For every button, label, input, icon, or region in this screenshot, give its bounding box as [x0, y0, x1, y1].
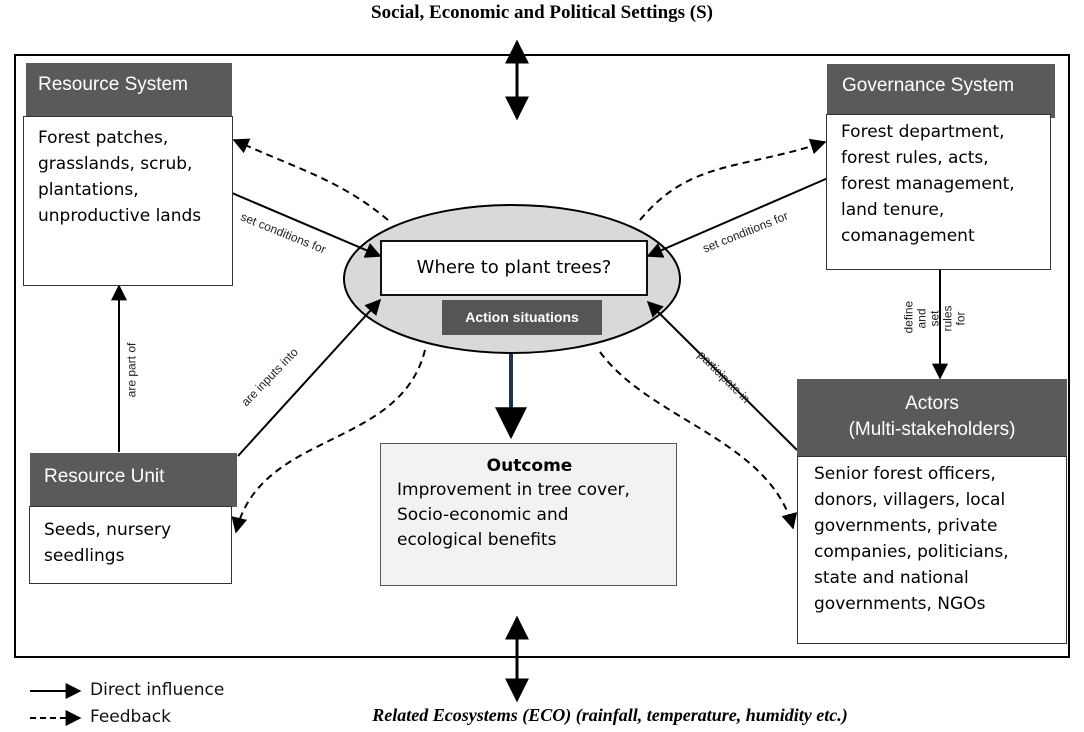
- governance-system-text: Forest department, forest rules, acts, f…: [841, 122, 1015, 246]
- feedback-to-actors-arrow: [599, 351, 798, 530]
- legend-direct-influence: Direct influence: [90, 680, 225, 700]
- actors-to-center-arrow: [646, 300, 798, 451]
- resource-system-header: Resource System: [26, 63, 232, 117]
- gs-to-center-arrow: [646, 177, 829, 258]
- outcome-box: Outcome Improvement in tree cover, Socio…: [380, 443, 677, 586]
- actors-box: Senior forest officers, donors, villager…: [797, 456, 1067, 644]
- actors-header: Actors (Multi-stakeholders): [797, 379, 1067, 457]
- feedback-to-gs-arrow: [639, 138, 827, 221]
- center-question: Where to plant trees?: [380, 240, 648, 296]
- governance-system-header: Governance System: [827, 64, 1055, 118]
- outcome-title: Outcome: [486, 456, 573, 476]
- feedback-to-ru-arrow: [231, 349, 426, 534]
- legend-feedback: Feedback: [90, 707, 171, 727]
- label-are-part-of: are part of: [124, 342, 139, 398]
- action-situations-badge: Action situations: [442, 300, 602, 335]
- top-title: Social, Economic and Political Settings …: [371, 2, 713, 23]
- ru-to-center-arrow: [237, 298, 382, 457]
- feedback-to-rs-arrow: [232, 138, 389, 221]
- resource-system-text: Forest patches, grasslands, scrub, plant…: [38, 128, 202, 226]
- resource-unit-box: Seeds, nursery seedlings: [29, 506, 232, 584]
- label-define-set-rules: define and set rules for: [901, 300, 968, 334]
- governance-system-box: Forest department, forest rules, acts, f…: [826, 114, 1051, 270]
- actors-subtitle: (Multi-stakeholders): [848, 419, 1016, 440]
- actors-text: Senior forest officers, donors, villager…: [814, 464, 1009, 614]
- rs-to-center-arrow: [231, 192, 382, 258]
- actors-title: Actors: [905, 393, 959, 414]
- resource-unit-header: Resource Unit: [30, 453, 237, 507]
- resource-system-box: Forest patches, grasslands, scrub, plant…: [23, 116, 233, 286]
- outcome-text: Improvement in tree cover, Socio-economi…: [397, 480, 630, 550]
- resource-unit-text: Seeds, nursery seedlings: [44, 520, 172, 566]
- outer-frame: [14, 54, 1070, 658]
- bottom-title: Related Ecosystems (ECO) (rainfall, temp…: [372, 705, 848, 725]
